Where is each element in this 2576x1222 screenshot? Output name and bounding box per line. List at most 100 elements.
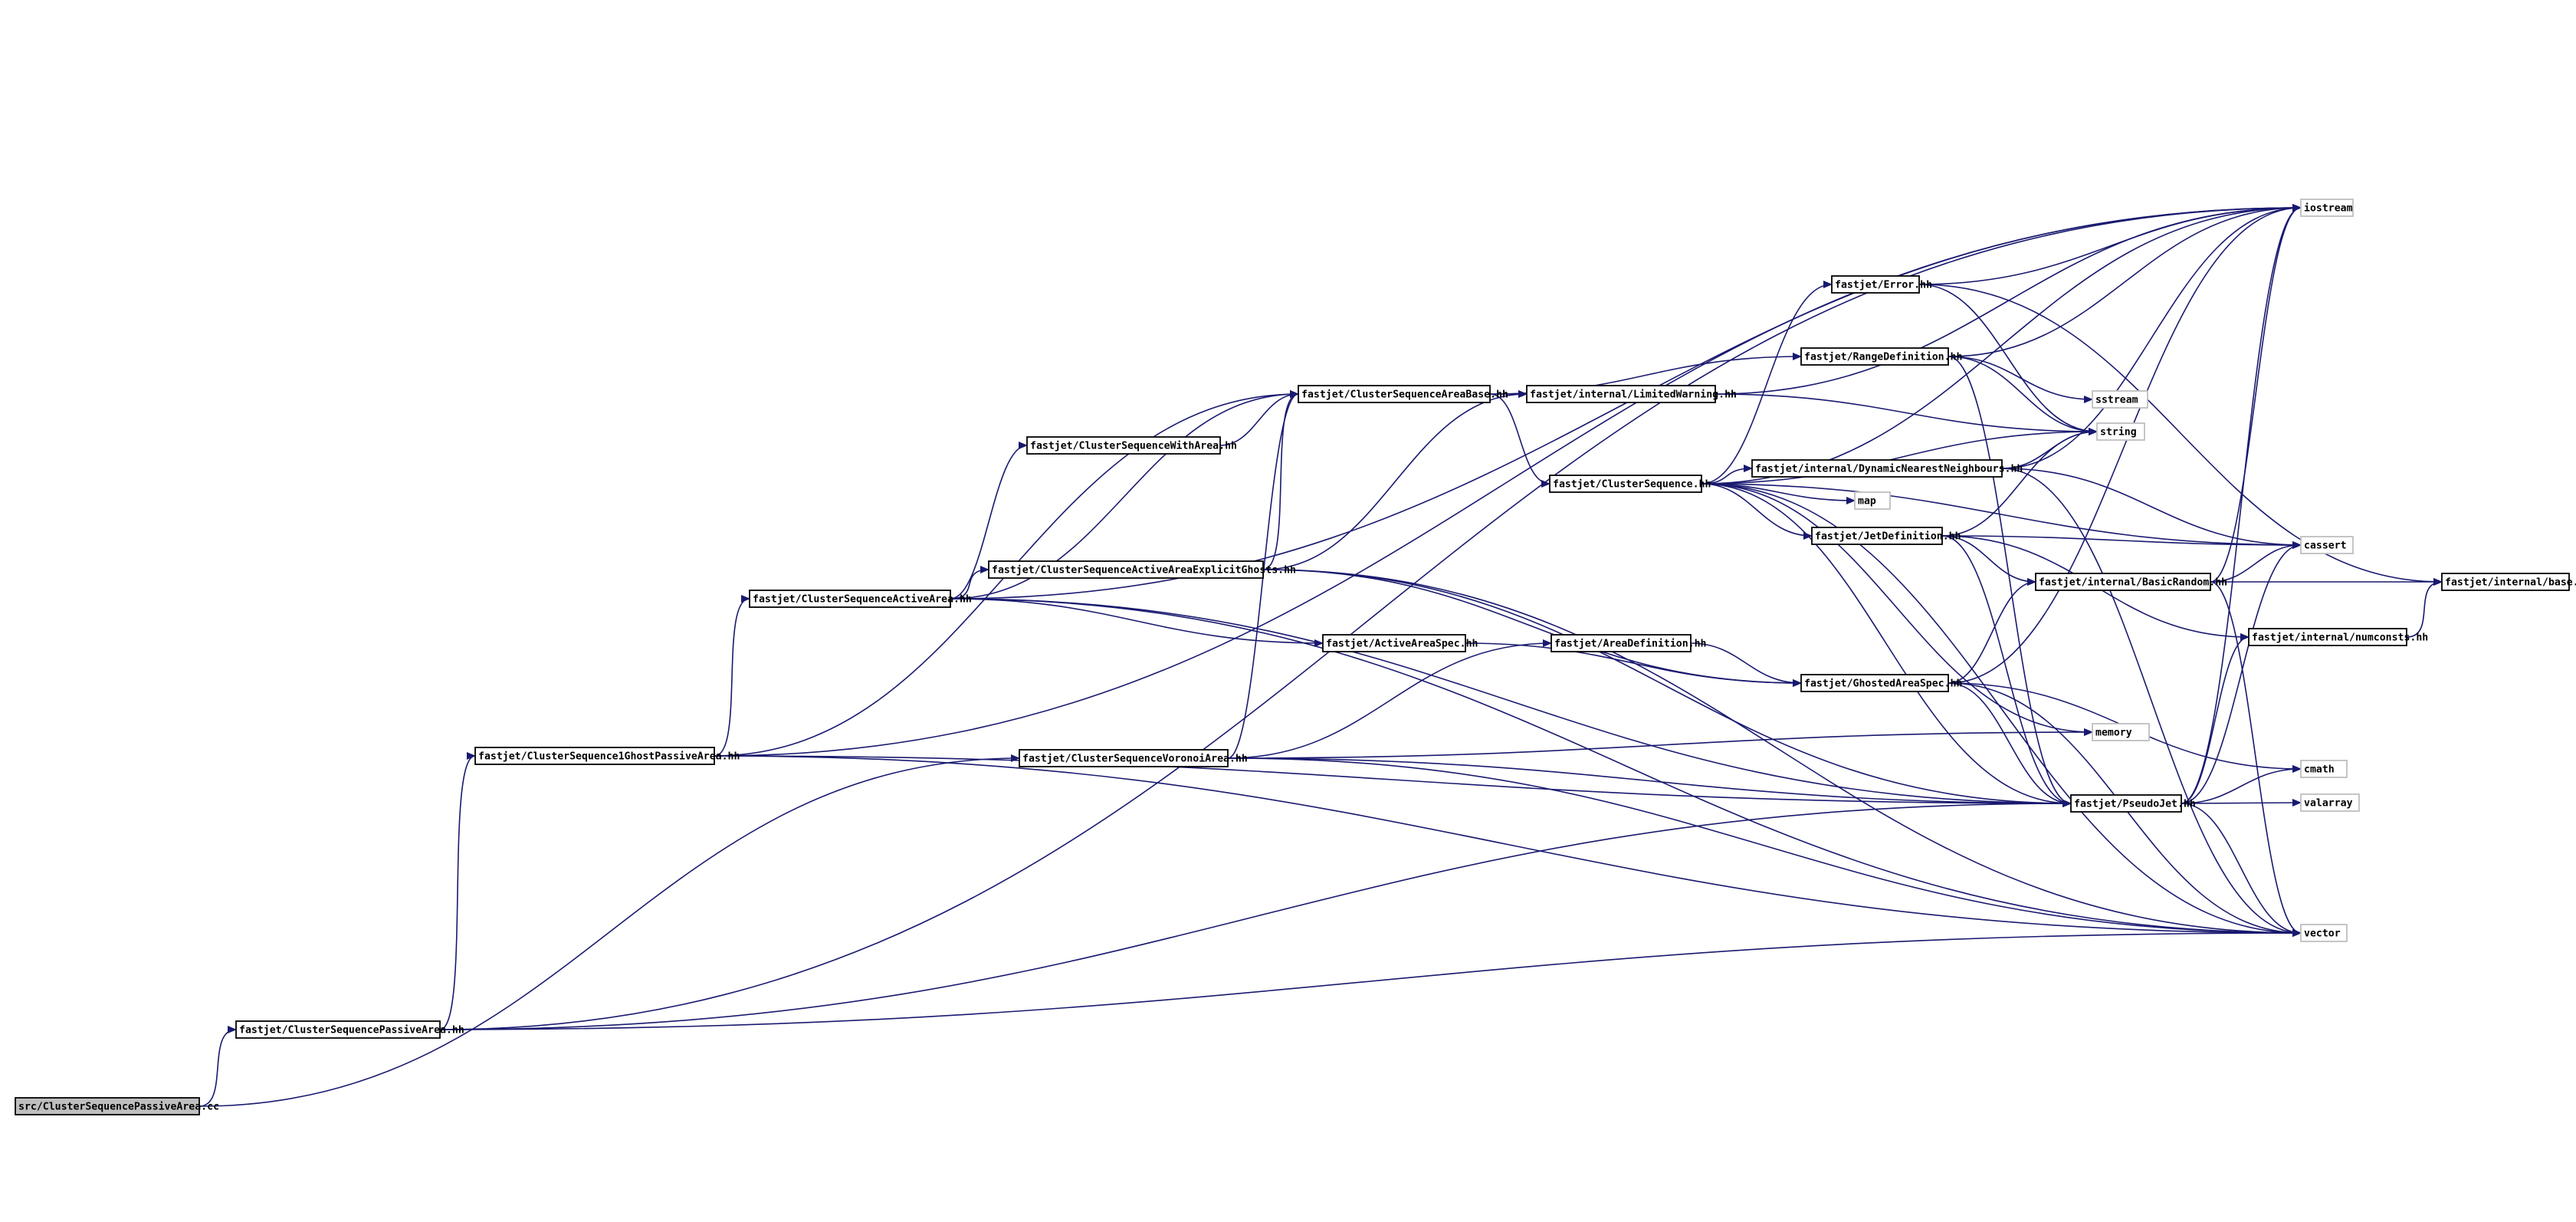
- node-box: [2035, 573, 2211, 591]
- edge-explicit-ghosts-to-ghosted-spec: [1262, 569, 1802, 687]
- edge-active-area-to-active-spec: [950, 598, 1324, 647]
- edge-voronoi-to-pseudojet: [1227, 757, 2072, 807]
- node-box: [1019, 749, 1229, 767]
- node-box: [749, 590, 951, 608]
- node-active-spec[interactable]: fastjet/ActiveAreaSpec.hh: [1322, 634, 1478, 652]
- edge-error-to-string: [1918, 284, 2098, 435]
- node-label: fastjet/ClusterSequence1GhostPassiveArea…: [478, 751, 740, 763]
- node-box: [1298, 385, 1491, 403]
- node-valarray[interactable]: valarray: [2300, 793, 2360, 812]
- node-label: vector: [2304, 928, 2341, 940]
- node-label: memory: [2095, 728, 2132, 739]
- node-voronoi[interactable]: fastjet/ClusterSequenceVoronoiArea.hh: [1019, 749, 1248, 767]
- node-ghosted-spec[interactable]: fastjet/GhostedAreaSpec.hh: [1800, 674, 1962, 692]
- node-memory[interactable]: memory: [2092, 723, 2150, 741]
- edge-limited-warning-to-iostream: [1715, 204, 2302, 395]
- node-jet-def[interactable]: fastjet/JetDefinition.hh: [1811, 527, 1961, 545]
- node-limited-warning[interactable]: fastjet/internal/LimitedWarning.hh: [1526, 385, 1737, 403]
- edge-basic-random-to-iostream: [2210, 204, 2302, 583]
- node-label: fastjet/RangeDefinition.hh: [1804, 351, 1962, 363]
- edge-active-area-to-with-area: [950, 442, 1028, 600]
- node-cluster-seq[interactable]: fastjet/ClusterSequence.hh: [1549, 475, 1711, 493]
- node-label: fastjet/internal/DynamicNearestNeighbour…: [1755, 463, 2023, 475]
- edge-with-area-to-area-base: [1219, 390, 1299, 446]
- node-active-area[interactable]: fastjet/ClusterSequenceActiveArea.hh: [749, 590, 972, 608]
- node-range-def[interactable]: fastjet/RangeDefinition.hh: [1800, 347, 1962, 366]
- node-with-area[interactable]: fastjet/ClusterSequenceWithArea.hh: [1026, 436, 1237, 455]
- edge-range-def-to-string: [1948, 356, 2098, 435]
- edge-voronoi-to-vector: [1227, 757, 2302, 937]
- edge-explicit-ghosts-to-vector: [1262, 569, 2302, 937]
- node-box: [15, 1097, 200, 1115]
- edge-one-ghost-to-vector: [714, 755, 2302, 937]
- edge-one-ghost-to-pseudojet: [714, 755, 2072, 807]
- node-box: [1526, 385, 1716, 403]
- node-label: fastjet/ClusterSequence.hh: [1553, 478, 1711, 491]
- edge-dnn-to-cassert: [2001, 468, 2302, 549]
- edge-jet-def-to-basic-random: [1941, 535, 2036, 586]
- node-box: [2300, 199, 2354, 217]
- node-one-ghost[interactable]: fastjet/ClusterSequence1GhostPassiveArea…: [474, 747, 740, 765]
- node-label: fastjet/Error.hh: [1835, 279, 1932, 291]
- node-base[interactable]: fastjet/internal/base.hh: [2441, 573, 2576, 591]
- edge-voronoi-to-area-def: [1227, 639, 1552, 759]
- node-box: [2092, 723, 2150, 741]
- node-vector[interactable]: vector: [2300, 924, 2348, 942]
- node-pseudojet[interactable]: fastjet/PseudoJet.hh: [2070, 794, 2196, 813]
- edge-one-ghost-to-active-area: [714, 595, 750, 757]
- edge-passive-area-to-pseudojet: [439, 800, 2072, 1030]
- edge-range-def-to-pseudojet: [1948, 356, 2072, 807]
- node-box: [2070, 794, 2182, 813]
- node-map[interactable]: map: [1854, 491, 1891, 510]
- edge-active-area-to-vector: [950, 598, 2302, 937]
- node-area-base[interactable]: fastjet/ClusterSequenceAreaBase.hh: [1298, 385, 1508, 403]
- node-explicit-ghosts[interactable]: fastjet/ClusterSequenceActiveAreaExplici…: [988, 560, 1296, 579]
- node-label: cassert: [2304, 540, 2347, 552]
- edge-jet-def-to-pseudojet: [1941, 535, 2072, 807]
- node-box: [988, 560, 1264, 579]
- node-iostream[interactable]: iostream: [2300, 199, 2354, 217]
- edge-error-to-base: [1918, 284, 2443, 586]
- node-cmath[interactable]: cmath: [2300, 760, 2348, 778]
- edge-basic-random-to-vector: [2210, 581, 2302, 937]
- node-box: [2092, 390, 2148, 409]
- node-box: [2441, 573, 2570, 591]
- node-box: [1322, 634, 1466, 652]
- node-label: fastjet/ClusterSequencePassiveArea.hh: [239, 1024, 464, 1036]
- node-label: fastjet/internal/BasicRandom.hh: [2039, 577, 2227, 589]
- edge-one-ghost-to-iostream: [714, 204, 2302, 757]
- node-sstream[interactable]: sstream: [2092, 390, 2148, 409]
- node-numconsts[interactable]: fastjet/internal/numconsts.hh: [2248, 628, 2428, 646]
- node-box: [235, 1020, 441, 1039]
- node-label: fastjet/internal/base.hh: [2445, 577, 2576, 589]
- edge-src-cc-to-passive-area: [199, 1026, 237, 1107]
- node-basic-random[interactable]: fastjet/internal/BasicRandom.hh: [2035, 573, 2227, 591]
- edge-cluster-seq-to-jet-def: [1701, 483, 1813, 540]
- node-label: fastjet/ActiveAreaSpec.hh: [1326, 638, 1478, 650]
- edge-error-to-iostream: [1918, 204, 2302, 285]
- edge-ghosted-spec-to-iostream: [1948, 204, 2302, 684]
- nodes: src/ClusterSequencePassiveArea.cc fastjet…: [15, 199, 2576, 1115]
- node-box: [2248, 628, 2407, 646]
- node-cassert[interactable]: cassert: [2300, 536, 2354, 554]
- node-box: [1549, 475, 1702, 493]
- node-area-def[interactable]: fastjet/AreaDefinition.hh: [1551, 634, 1707, 652]
- edge-cluster-seq-to-vector: [1701, 483, 2302, 937]
- node-passive-area[interactable]: fastjet/ClusterSequencePassiveArea.hh: [235, 1020, 464, 1039]
- node-box: [1811, 527, 1943, 545]
- edge-cluster-seq-to-iostream: [1701, 204, 2302, 485]
- node-box: [1551, 634, 1692, 652]
- node-dnn[interactable]: fastjet/internal/DynamicNearestNeighbour…: [1751, 459, 2023, 478]
- node-label: fastjet/ClusterSequenceWithArea.hh: [1030, 440, 1237, 452]
- node-src-cc[interactable]: src/ClusterSequencePassiveArea.cc: [15, 1097, 219, 1115]
- node-label: fastjet/JetDefinition.hh: [1815, 531, 1961, 543]
- edge-voronoi-to-memory: [1227, 728, 2093, 759]
- edge-range-def-to-sstream: [1948, 356, 2093, 403]
- node-string[interactable]: string: [2096, 422, 2145, 441]
- node-box: [2300, 793, 2360, 812]
- node-label: map: [1858, 496, 1876, 508]
- node-box: [2300, 924, 2348, 942]
- node-error[interactable]: fastjet/Error.hh: [1831, 275, 1932, 294]
- node-label: src/ClusterSequencePassiveArea.cc: [18, 1101, 219, 1113]
